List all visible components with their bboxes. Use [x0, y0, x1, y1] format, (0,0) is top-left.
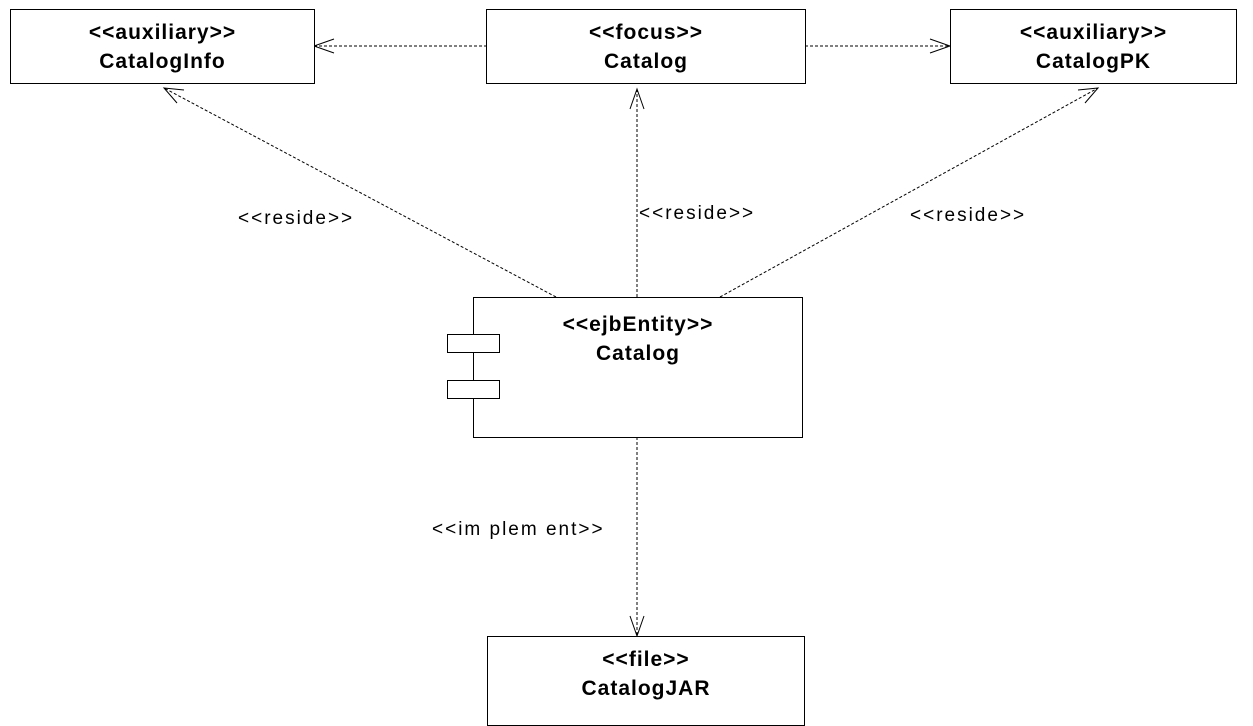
ejb-entity-name: Catalog	[595, 342, 680, 365]
dependency-ejb-to-info	[163, 87, 557, 298]
catalog-pk-box[interactable]: <<auxiliary>> CatalogPK	[950, 9, 1237, 84]
reside-label-info: <<reside>>	[238, 208, 355, 229]
catalog-focus-box[interactable]: <<focus>> Catalog	[486, 9, 806, 84]
catalog-jar-name: CatalogJAR	[581, 677, 711, 700]
catalog-info-name: CatalogInfo	[99, 50, 226, 73]
arrowhead-to-pk-diag	[1077, 87, 1100, 104]
dependency-ejb-to-pk	[719, 87, 1099, 298]
catalog-jar-stereotype: <<file>>	[602, 648, 690, 671]
catalog-pk-name: CatalogPK	[1035, 50, 1152, 73]
catalog-jar-box[interactable]: <<file>> CatalogJAR	[487, 636, 805, 726]
catalog-info-box[interactable]: <<auxiliary>> CatalogInfo	[10, 9, 315, 84]
arrowhead-to-info-diag	[162, 87, 185, 104]
catalog-pk-stereotype: <<auxiliary>>	[1019, 21, 1168, 44]
arrowhead-to-focus	[629, 87, 645, 110]
component-port-bottom	[447, 380, 500, 399]
catalog-focus-stereotype: <<focus>>	[588, 21, 704, 44]
reside-label-pk: <<reside>>	[910, 205, 1027, 226]
component-port-top	[447, 334, 500, 353]
catalog-focus-name: Catalog	[603, 50, 688, 73]
reside-label-focus: <<reside>>	[639, 203, 756, 224]
implement-label: <<im plem ent>>	[432, 519, 605, 540]
ejb-entity-component[interactable]: <<ejbEntity>> Catalog	[473, 297, 803, 438]
catalog-info-stereotype: <<auxiliary>>	[88, 21, 237, 44]
ejb-entity-stereotype: <<ejbEntity>>	[562, 313, 714, 336]
